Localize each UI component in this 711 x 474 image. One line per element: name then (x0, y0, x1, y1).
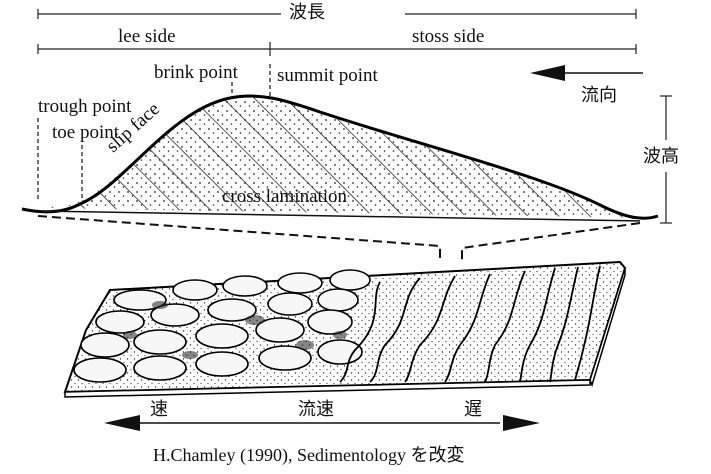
brink-point-label: brink point (154, 62, 238, 83)
velocity-fast-label: 速 (150, 399, 168, 420)
trough-point-label: trough point (38, 96, 132, 117)
flow-velocity-arrow (104, 415, 540, 431)
wave-height-dimension (660, 95, 672, 224)
point-markers (37, 64, 271, 200)
source-caption: H.Chamley (1990), Sedimentology を改変 (153, 445, 465, 465)
flow-direction-arrow (530, 65, 643, 81)
summit-point-label: summit point (277, 65, 378, 86)
flow-direction-label: 流向 (581, 85, 617, 106)
velocity-label: 流速 (298, 399, 334, 420)
stoss-side-label: stoss side (412, 26, 485, 47)
wave-height-label: 波高 (643, 146, 679, 167)
bedform-block (63, 260, 627, 398)
wavelength-label: 波長 (289, 2, 325, 23)
ripple-profile (21, 94, 659, 220)
zoom-connectors (37, 215, 641, 262)
cross-lamination-label: cross lamination (222, 186, 348, 207)
side-dimension (37, 42, 637, 56)
ripple-base-line (39, 210, 641, 222)
velocity-slow-label: 遅 (464, 399, 482, 420)
wavelength-dimension (37, 9, 637, 19)
lee-side-label: lee side (118, 26, 176, 47)
toe-point-label: toe point (52, 122, 120, 143)
